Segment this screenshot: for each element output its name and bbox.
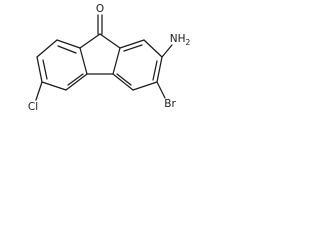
- bond-c9a-c1-inner: [57, 45, 77, 54]
- bond-c4-c4b-inner: [67, 73, 84, 86]
- amine-label-main: NH: [170, 33, 186, 45]
- bond-c1-c2: [36, 39, 58, 58]
- bond-c8a-c8: [119, 39, 145, 49]
- bond-c6-br: [156, 81, 166, 99]
- bond-c9-c8a: [99, 33, 121, 49]
- structure-drawing: O NH2 Br Cl: [28, 3, 191, 113]
- bond-c8-c7: [143, 39, 163, 58]
- bond-c5-c4a-inner: [116, 73, 132, 86]
- amine-label: NH2: [170, 33, 191, 47]
- bond-c2-c3-inner: [42, 59, 48, 80]
- chlorine-label: Cl: [28, 101, 38, 113]
- amine-label-subscript: 2: [185, 38, 190, 47]
- bond-c8a-c4a: [112, 47, 121, 75]
- bond-c2-c3: [36, 56, 43, 83]
- bond-c4-c4b: [65, 73, 88, 91]
- molecule-diagram: O NH2 Br Cl: [0, 0, 199, 148]
- bond-c9a-c1: [56, 39, 81, 49]
- bond-c3-c4: [41, 81, 67, 91]
- bond-c7-n: [161, 44, 173, 58]
- bond-c6-c5: [132, 81, 158, 91]
- bond-c7-c6: [156, 56, 163, 83]
- oxygen-label: O: [96, 3, 104, 15]
- bond-c9a-c4b: [79, 47, 88, 75]
- bond-c9-c9a: [79, 33, 101, 49]
- bond-c3-cl: [35, 81, 43, 101]
- bond-c8-c8-inner: [123, 44, 143, 52]
- bromine-label: Br: [164, 98, 176, 110]
- bond-c5-c4a: [112, 73, 134, 91]
- bond-c6-c6-inner: [152, 60, 158, 81]
